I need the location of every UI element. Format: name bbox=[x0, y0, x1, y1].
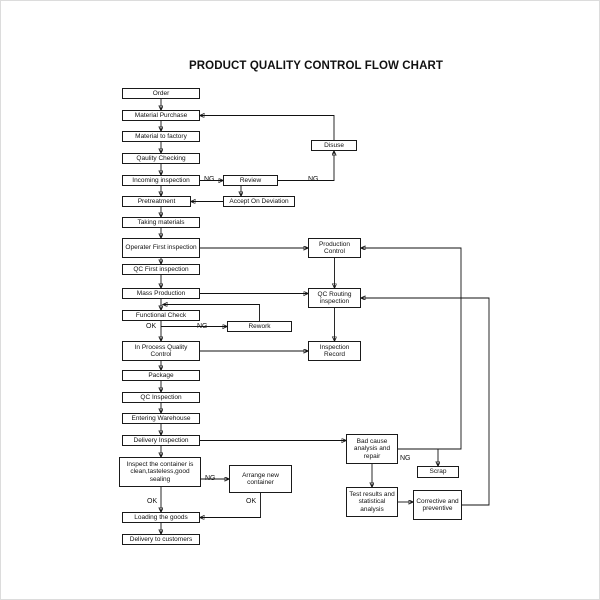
label-ng-incoming-review: NG bbox=[204, 176, 215, 183]
edge-disuse-material-purchase bbox=[200, 116, 335, 140]
node-rework: Rework bbox=[227, 321, 292, 332]
node-qc-inspection: QC Inspection bbox=[122, 392, 200, 403]
node-mass-production: Mass Production bbox=[122, 288, 200, 299]
node-entering-warehouse: Entering Warehouse bbox=[122, 413, 200, 424]
node-material-purchase: Material Purchase bbox=[122, 110, 200, 121]
node-arrange-new-container: Arrange new container bbox=[229, 465, 292, 493]
edge-bad-cause-production-control bbox=[361, 248, 462, 450]
edge-rework-return-functional-check bbox=[163, 305, 260, 321]
node-order: Order bbox=[122, 88, 200, 99]
node-inspect-container: Inspect the container is clean,tasteless… bbox=[119, 457, 201, 487]
node-accept-on-deviation: Accept On Deviation bbox=[223, 196, 295, 207]
node-in-process-quality-control: In Process Quality Control bbox=[122, 341, 200, 361]
node-material-to-factory: Material to factory bbox=[122, 131, 200, 142]
edge-review-disuse-ng bbox=[278, 151, 334, 181]
node-qc-routing-inspection: QC Routing inspection bbox=[308, 288, 361, 308]
node-bad-cause-analysis: Bad cause analysis and repair bbox=[346, 434, 398, 464]
node-operater-first-inspection: Operater First inspection bbox=[122, 238, 200, 258]
node-test-results: Test results and statistical analysis bbox=[346, 487, 398, 517]
page-title: PRODUCT QUALITY CONTROL FLOW CHART bbox=[188, 60, 444, 72]
edge-corrective-qc-routing bbox=[361, 298, 490, 506]
node-quality-checking: Qaulity Checking bbox=[122, 153, 200, 164]
node-qc-first-inspection: QC First inspection bbox=[122, 264, 200, 275]
node-package: Package bbox=[122, 370, 200, 381]
node-incoming-inspection: Incoming inspection bbox=[122, 175, 200, 186]
label-ok-arrange-loading: OK bbox=[246, 498, 257, 505]
node-disuse: Disuse bbox=[311, 140, 357, 151]
node-taking-materials: Taking materials bbox=[122, 217, 200, 228]
node-delivery-inspection: Delivery Inspection bbox=[122, 435, 200, 446]
label-ok-container-loading: OK bbox=[147, 498, 158, 505]
label-ng-container-arrange: NG bbox=[205, 475, 216, 482]
label-ng-bad-cause-scrap: NG bbox=[400, 455, 411, 462]
edge-arrange-container-loading-goods bbox=[200, 493, 261, 518]
label-ng-functional-rework: NG bbox=[197, 323, 208, 330]
node-review: Review bbox=[223, 175, 278, 186]
node-functional-check: Functional Check bbox=[122, 310, 200, 321]
node-production-control: Production Control bbox=[308, 238, 361, 258]
node-delivery-to-customers: Delivery to customers bbox=[122, 534, 200, 545]
node-inspection-record: Inspection Record bbox=[308, 341, 361, 361]
node-scrap: Scrap bbox=[417, 466, 459, 478]
label-ok-functional-check: OK bbox=[146, 323, 157, 330]
label-ng-review-disuse: NG bbox=[308, 176, 319, 183]
node-loading-goods: Loading the goods bbox=[122, 512, 200, 523]
node-corrective-preventive: Corrective and preventive bbox=[413, 490, 462, 520]
node-pretreatment: Pretreatment bbox=[122, 196, 191, 207]
